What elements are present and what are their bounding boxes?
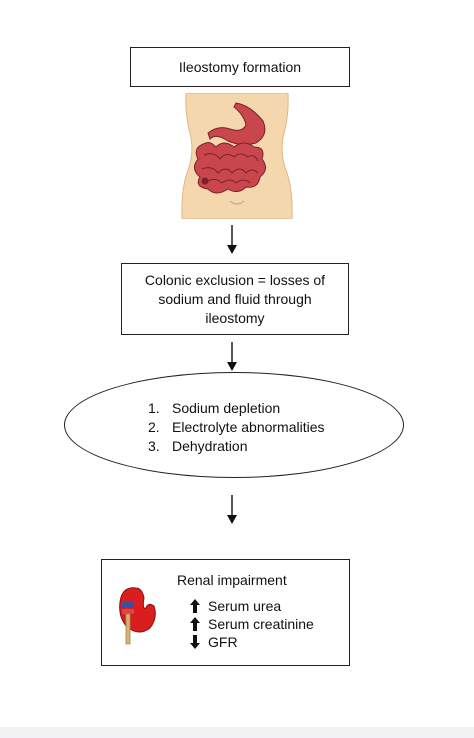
- effect-label: Serum urea: [208, 598, 282, 614]
- footer-strip: [0, 727, 474, 738]
- arrow-1: [227, 225, 237, 254]
- ileostomy-formation-label: Ileostomy formation: [178, 59, 302, 75]
- up-arrow-icon: [190, 617, 200, 631]
- kidney-icon: [119, 587, 156, 645]
- consequence-number: 3.: [148, 438, 160, 454]
- effect-serum-creatinine: Serum creatinine: [190, 616, 314, 632]
- consequence-item: 3. Dehydration: [148, 437, 325, 456]
- colonic-exclusion-line-3: ileostomy: [205, 309, 265, 326]
- renal-impairment-box: Renal impairment Serum urea Serum creati…: [101, 559, 350, 666]
- arrow-2: [227, 342, 237, 371]
- effect-gfr: GFR: [190, 634, 238, 650]
- effect-label: Serum creatinine: [208, 616, 314, 632]
- colonic-exclusion-line-2: sodium and fluid through: [158, 290, 312, 307]
- ileostomy-formation-box: Ileostomy formation: [130, 47, 350, 87]
- colonic-exclusion-box: Colonic exclusion = losses of sodium and…: [121, 263, 349, 335]
- abdomen-illustration: [181, 93, 293, 219]
- consequences-list: 1. Sodium depletion 2. Electrolyte abnor…: [148, 399, 325, 456]
- down-arrow-icon: [190, 635, 200, 649]
- consequence-number: 2.: [148, 419, 160, 435]
- consequence-text: Sodium depletion: [172, 400, 281, 416]
- consequence-item: 2. Electrolyte abnormalities: [148, 418, 325, 437]
- effect-serum-urea: Serum urea: [190, 598, 281, 614]
- arrow-3: [227, 495, 237, 524]
- consequence-number: 1.: [148, 400, 160, 416]
- effect-label: GFR: [208, 634, 238, 650]
- up-arrow-icon: [190, 599, 200, 613]
- consequences-ellipse: [64, 372, 404, 478]
- consequence-text: Dehydration: [172, 438, 248, 454]
- renal-impairment-title: Renal impairment: [177, 572, 287, 588]
- consequence-text: Electrolyte abnormalities: [172, 419, 325, 435]
- colonic-exclusion-line-1: Colonic exclusion = losses of: [144, 271, 326, 288]
- consequence-item: 1. Sodium depletion: [148, 399, 325, 418]
